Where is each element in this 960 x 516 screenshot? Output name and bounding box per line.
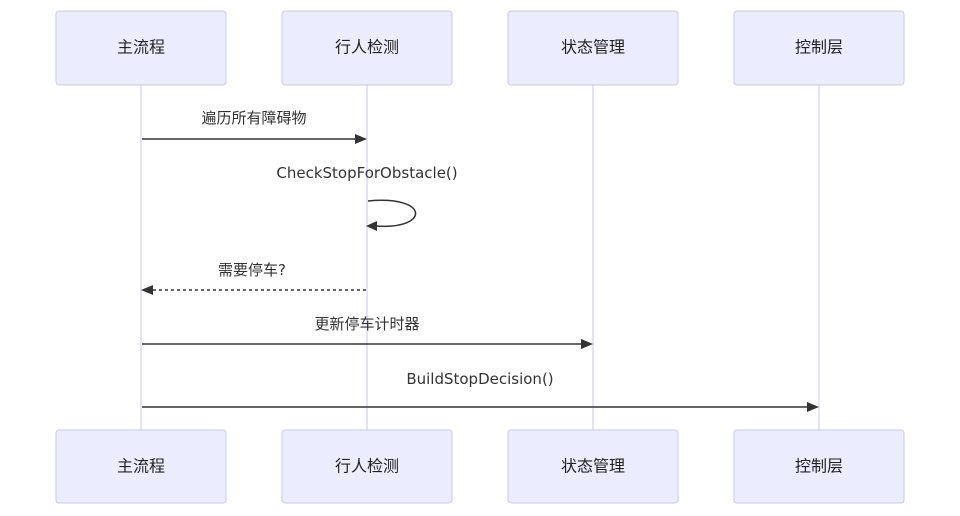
participant-state-top-label: 状态管理	[561, 38, 625, 57]
participant-pedestrian-top-label: 行人检测	[335, 38, 399, 57]
participant-state-bottom: 状态管理	[507, 429, 679, 504]
participant-control-top: 控制层	[733, 10, 905, 86]
message-update-timer-arrowhead	[581, 339, 593, 349]
participant-control-bottom: 控制层	[733, 429, 905, 504]
participant-pedestrian-bottom: 行人检测	[281, 429, 453, 504]
participant-main-top: 主流程	[55, 10, 227, 86]
participant-control-top-label: 控制层	[795, 38, 843, 57]
participant-control-bottom-label: 控制层	[795, 457, 843, 476]
participant-main-bottom: 主流程	[55, 429, 227, 504]
participant-pedestrian-top: 行人检测	[281, 10, 453, 86]
participant-state-bottom-label: 状态管理	[561, 457, 625, 476]
participant-pedestrian-bottom-label: 行人检测	[335, 457, 399, 476]
message-check-stop-arrowhead	[366, 221, 377, 231]
message-iterate-obstacles: 遍历所有障碍物	[142, 109, 367, 144]
message-check-stop-loop	[367, 199, 417, 228]
message-check-stop: CheckStopForObstacle()	[276, 164, 458, 231]
message-check-stop-label: CheckStopForObstacle()	[276, 164, 457, 182]
message-build-decision: BuildStopDecision()	[142, 370, 819, 412]
participant-main-bottom-label: 主流程	[117, 457, 165, 476]
message-iterate-obstacles-arrowhead	[355, 134, 367, 144]
message-need-stop: 需要停车?	[141, 261, 366, 295]
message-iterate-obstacles-label: 遍历所有障碍物	[201, 109, 306, 127]
participant-state-top: 状态管理	[507, 10, 679, 86]
participant-main-top-label: 主流程	[117, 38, 165, 57]
message-update-timer-label: 更新停车计时器	[314, 315, 419, 333]
message-build-decision-label: BuildStopDecision()	[406, 370, 553, 388]
message-build-decision-arrowhead	[807, 402, 819, 412]
message-need-stop-arrowhead	[141, 285, 153, 295]
message-need-stop-label: 需要停车?	[218, 261, 286, 279]
message-update-timer: 更新停车计时器	[142, 315, 593, 349]
